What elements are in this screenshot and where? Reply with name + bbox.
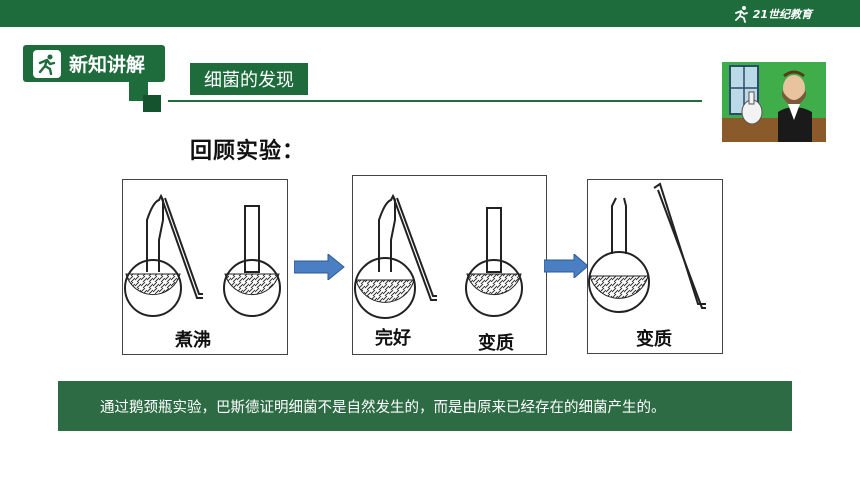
panel-caption: 煮沸 — [175, 330, 211, 351]
runner-icon — [33, 49, 61, 78]
brand-logo-text: 21世纪教育 — [752, 7, 812, 21]
panel-caption: 变质 — [636, 329, 672, 350]
section-badge-label: 新知讲解 — [69, 54, 146, 76]
panel-caption: 完好 — [375, 328, 411, 349]
experiment-panel-boil: 煮沸 — [122, 179, 288, 355]
decorative-square — [143, 95, 161, 112]
subtitle-box: 细菌的发现 — [190, 63, 308, 95]
conclusion-banner: 通过鹅颈瓶实验，巴斯德证明细菌不是自然发生的，而是由原来已经存在的细菌产生的。 — [58, 381, 792, 431]
top-bar: 21世纪教育 — [0, 0, 860, 27]
flask-icon — [588, 182, 706, 313]
arrow-right-icon — [544, 254, 589, 278]
flask-icon — [354, 193, 523, 319]
runner-icon — [734, 5, 748, 23]
pasteur-portrait-image — [722, 62, 826, 142]
arrow-right-icon — [294, 254, 345, 280]
experiment-panel-compare: 完好 变质 — [352, 175, 547, 355]
brand-logo: 21世纪教育 — [732, 3, 812, 24]
conclusion-text: 通过鹅颈瓶实验，巴斯德证明细菌不是自然发生的，而是由原来已经存在的细菌产生的。 — [100, 399, 666, 416]
flask-icon — [124, 193, 281, 317]
subtitle-text: 细菌的发现 — [204, 70, 294, 91]
section-badge: 新知讲解 — [23, 45, 165, 82]
subtitle-divider — [168, 100, 702, 102]
review-title: 回顾实验： — [190, 139, 306, 164]
experiment-panel-broken: 变质 — [587, 179, 723, 354]
panel-caption: 变质 — [478, 333, 514, 354]
